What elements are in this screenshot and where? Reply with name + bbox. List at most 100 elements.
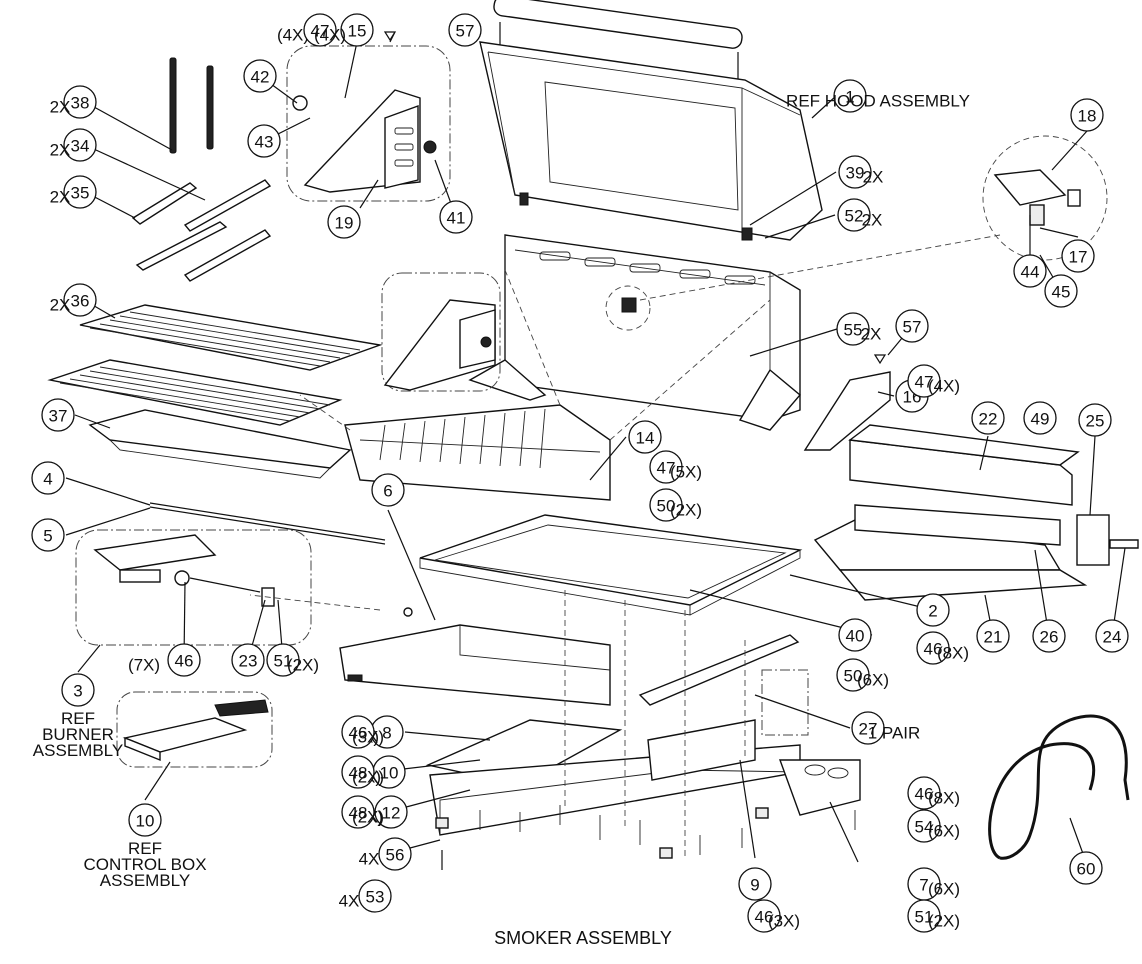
callout-number: 46 (755, 908, 774, 927)
callout-27: 271 PAIR (851, 711, 920, 745)
callout-circle (836, 658, 870, 692)
callout-circle (1061, 239, 1095, 273)
callout-22: 22 (971, 401, 1005, 435)
callout-circle (1023, 401, 1057, 435)
callout-5: 5 (31, 518, 65, 552)
callout-quantity: (4X) (277, 26, 309, 45)
callout-circle (907, 364, 941, 398)
callout-41: 41 (439, 200, 473, 234)
callout-51: 51(2X) (907, 899, 960, 933)
callout-14: 14 (628, 420, 662, 454)
callout-number: 40 (846, 627, 865, 646)
callout-number: 53 (366, 888, 385, 907)
callout-quantity: 4X (359, 850, 380, 869)
callout-15: 15(4X) (277, 13, 374, 47)
callout-circle (341, 715, 375, 749)
callout-quantity: 2X (50, 296, 71, 315)
callout-quantity: (3X) (768, 912, 800, 931)
callout-number: 52 (845, 207, 864, 226)
part-drawings (47, 0, 1139, 870)
callout-23: 23 (231, 643, 265, 677)
callout-quantity: (8X) (937, 644, 969, 663)
callout-number: 55 (844, 321, 863, 340)
callout-circle (371, 473, 405, 507)
callout-number: 56 (386, 846, 405, 865)
callout-circle (243, 59, 277, 93)
callout-circle (1070, 98, 1104, 132)
callout-number: 6 (383, 482, 392, 501)
callout-quantity: 2X (50, 141, 71, 160)
main-body-drawing (249, 269, 861, 870)
callout-number: 4 (43, 470, 52, 489)
callout-number: 26 (1040, 628, 1059, 647)
callout-number: 34 (71, 137, 90, 156)
control-box-drawing (116, 691, 273, 768)
callout-4: 4 (31, 461, 65, 495)
callout-50: 50(6X) (836, 658, 889, 692)
callout-46: 46(8X) (907, 776, 960, 810)
callout-circle (341, 755, 375, 789)
callout-42: 42 (243, 59, 277, 93)
callout-circle (838, 155, 872, 189)
callout-46: 46(3X) (747, 899, 800, 933)
callout-number: 51 (274, 652, 293, 671)
callout-26: 26 (1032, 619, 1066, 653)
callout-circle (971, 401, 1005, 435)
callout-quantity: (6X) (857, 671, 889, 690)
callout-number: 39 (846, 164, 865, 183)
callout-number: 3 (73, 682, 82, 701)
callout-number: 18 (1078, 107, 1097, 126)
callout-number: 46 (349, 724, 368, 743)
callout-number: 2 (928, 602, 937, 621)
callout-number: 22 (979, 410, 998, 429)
callout-number: 46 (924, 640, 943, 659)
callout-number: 50 (844, 667, 863, 686)
callout-number: 21 (984, 628, 1003, 647)
callout-circle (167, 643, 201, 677)
callout-circle (63, 85, 97, 119)
callout-number: 47 (657, 459, 676, 478)
callout-44: 44 (1013, 254, 1047, 288)
callout-49: 49 (1023, 401, 1057, 435)
callout-6: 6 (371, 473, 405, 507)
callout-17: 17 (1061, 239, 1095, 273)
callout-47: 47(4X) (907, 364, 960, 398)
callout-number: 27 (859, 720, 878, 739)
callout-number: 47 (311, 22, 330, 41)
callout-54: 54(6X) (907, 809, 960, 843)
diagram-title: SMOKER ASSEMBLY (494, 928, 672, 948)
callout-circle (61, 673, 95, 707)
callout-quantity: (2X) (352, 808, 384, 827)
callout-circle (327, 205, 361, 239)
callout-circle (63, 175, 97, 209)
callout-number: 57 (456, 22, 475, 41)
callout-45: 45 (1044, 274, 1078, 308)
callout-number: 36 (71, 292, 90, 311)
callout-46: 46(8X) (916, 631, 969, 665)
callout-circle (895, 309, 929, 343)
firebox-drawing (344, 234, 801, 501)
callout-48: 48(2X) (341, 755, 384, 789)
callout-number: 47 (915, 373, 934, 392)
callout-circle (247, 124, 281, 158)
callout-circle (1032, 619, 1066, 653)
leader-lines (65, 31, 1126, 863)
callout-circle (41, 398, 75, 432)
callout-number: 41 (447, 209, 466, 228)
callout-circle (340, 13, 374, 47)
callout-number: 48 (349, 804, 368, 823)
callout-50: 50(2X) (649, 488, 702, 522)
callout-quantity: (4X) (314, 26, 346, 45)
callout-number: 38 (71, 94, 90, 113)
callout-number: 14 (636, 429, 655, 448)
callout-quantity: (7X) (128, 656, 160, 675)
callout-circle (128, 803, 162, 837)
callout-circle (358, 879, 392, 913)
